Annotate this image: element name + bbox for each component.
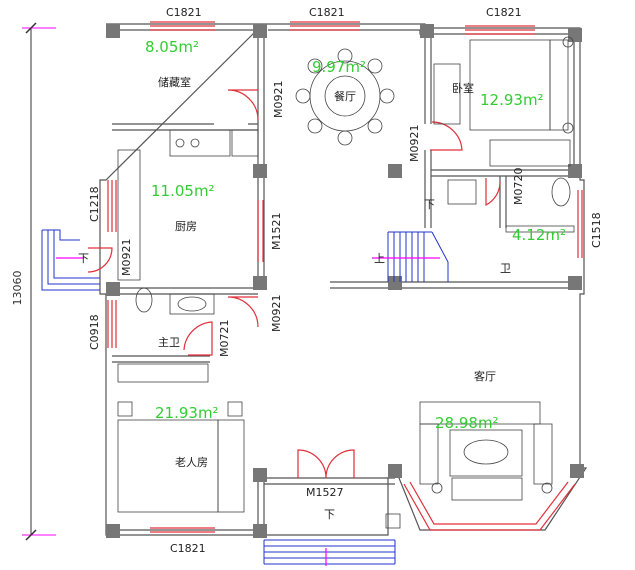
door-label-kitchen-side: M0921 (120, 239, 133, 277)
area-kitchen: 11.05m² (151, 182, 215, 200)
area-dining: 9.97m² (312, 58, 366, 76)
area-storage: 8.05m² (145, 38, 199, 56)
area-bathroom-small: 4.12m² (512, 226, 566, 244)
room-name-bathroom-small: 卫 (500, 262, 511, 275)
stair-down-label-side: 下 (78, 252, 89, 265)
area-elder-room: 21.93m² (155, 404, 219, 422)
window-label-left-bath: C0918 (88, 314, 101, 350)
doors (87, 89, 501, 479)
windows (107, 21, 583, 533)
room-name-storage: 储藏室 (158, 75, 191, 89)
window-label-top-right: C1821 (486, 6, 522, 19)
door-label-storage: M0921 (272, 81, 285, 119)
columns (106, 24, 584, 538)
stair-down-label-inner: 下 (424, 198, 435, 211)
area-living: 28.98m² (435, 414, 499, 432)
door-label-bedroom: M0921 (408, 125, 421, 163)
door-label-bathroom-small: M0720 (512, 168, 525, 206)
room-name-living: 客厅 (474, 369, 496, 383)
window-label-bottom-left: C1821 (170, 542, 206, 555)
furniture (117, 36, 575, 529)
door-label-main-bath: M0721 (218, 320, 231, 358)
room-name-dining: 餐厅 (334, 89, 356, 103)
window-label-top-middle: C1821 (309, 6, 345, 19)
window-label-right-bath: C1518 (590, 212, 603, 248)
room-name-main-bath: 主卫 (158, 336, 180, 349)
area-bedroom: 12.93m² (480, 91, 544, 109)
door-label-kitchen-front: M1521 (270, 213, 283, 251)
dimension-line: 13060 (11, 22, 56, 541)
window-label-left-kitchen: C1218 (88, 186, 101, 222)
room-name-elder-room: 老人房 (175, 456, 208, 469)
steps (41, 229, 449, 565)
stair-down-label-entrance: 下 (324, 508, 335, 521)
stair-up-label: 上 (374, 252, 385, 265)
room-name-kitchen: 厨房 (175, 220, 197, 233)
window-label-top-left: C1821 (166, 6, 202, 19)
door-label-entrance: M1527 (306, 486, 344, 499)
walls (99, 23, 588, 536)
door-label-elder-room: M0921 (270, 295, 283, 333)
room-name-bedroom: 卧室 (452, 81, 474, 95)
stair-arrows (56, 257, 440, 566)
dimension-label: 13060 (11, 271, 24, 306)
